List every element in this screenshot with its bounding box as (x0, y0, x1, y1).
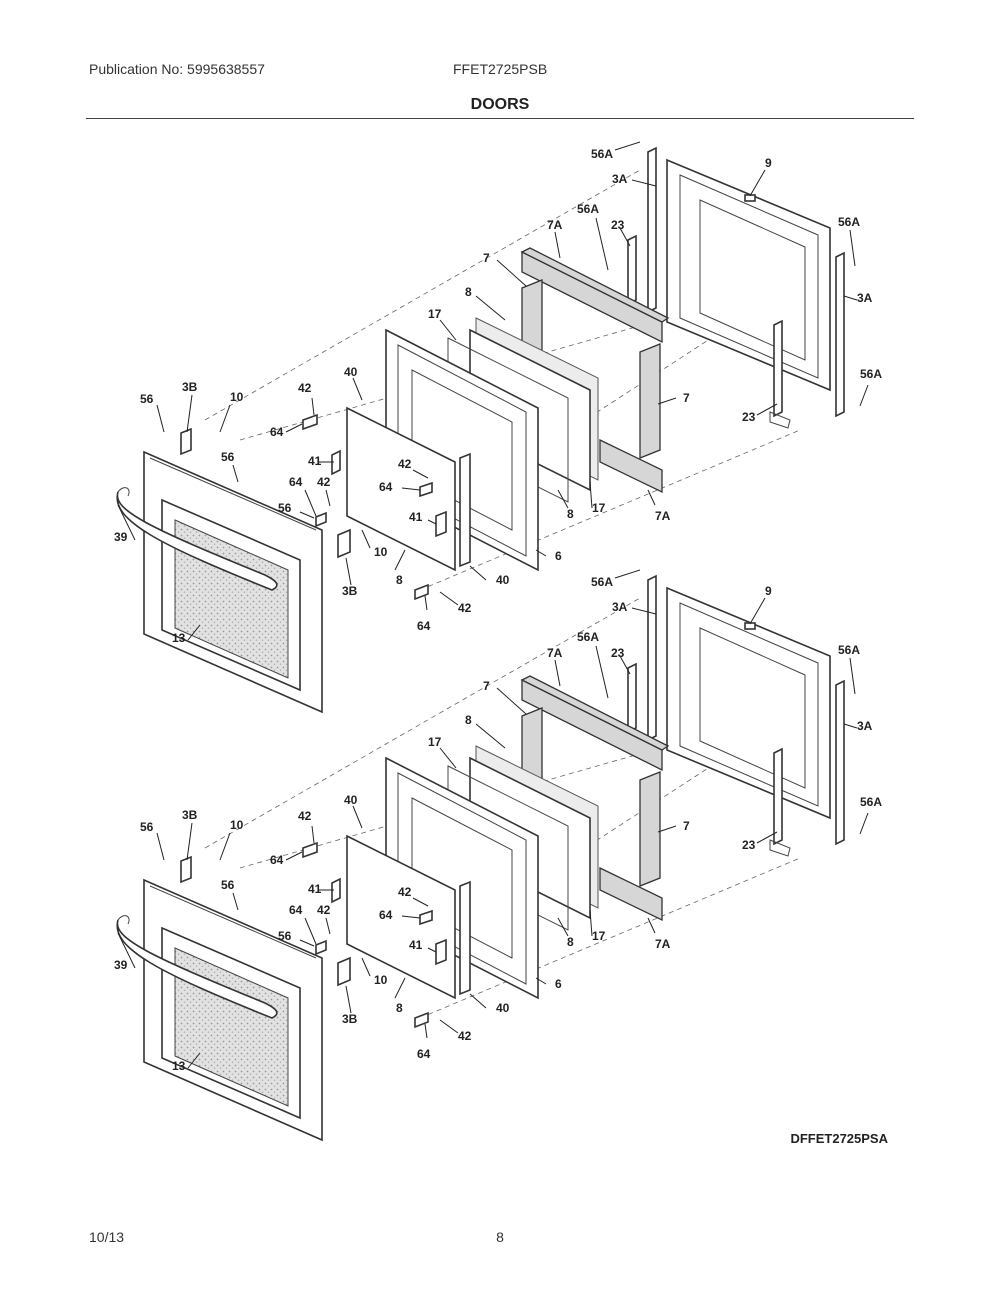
callout-label: 9 (765, 584, 772, 598)
callout-label: 8 (465, 285, 472, 299)
callout-label: 6 (555, 977, 562, 991)
callout-label: 64 (289, 475, 303, 489)
callout-label: 7A (547, 218, 563, 232)
callout-label: 10 (374, 545, 388, 559)
callout-label: 56A (577, 630, 599, 644)
callout-label: 56 (140, 392, 154, 406)
callout-label: 3A (612, 600, 628, 614)
callout-label: 56A (591, 575, 613, 589)
callout-label: 8 (567, 935, 574, 949)
callout-label: 3A (612, 172, 628, 186)
upper-leader-lines (117, 141, 869, 641)
section-title: DOORS (470, 96, 530, 113)
callout-label: 42 (317, 903, 331, 917)
page-number: 8 (496, 1229, 504, 1245)
callout-label: 56A (860, 367, 882, 381)
callout-label: 42 (398, 885, 412, 899)
callout-label: 64 (270, 425, 284, 439)
callout-label: 40 (344, 793, 358, 807)
header-rule (86, 118, 914, 119)
callout-label: 23 (611, 646, 625, 660)
callout-label: 56A (591, 147, 613, 161)
lower-leader-lines (117, 569, 869, 1069)
callout-label: 41 (308, 882, 322, 896)
callout-label: 64 (417, 1047, 431, 1061)
callout-label: 23 (611, 218, 625, 232)
callout-label: 64 (289, 903, 303, 917)
callout-label: 7A (655, 937, 671, 951)
callout-label: 56 (221, 878, 235, 892)
callout-label: 3B (342, 1012, 358, 1026)
callout-label: 42 (458, 1029, 472, 1043)
callout-label: 7 (483, 679, 490, 693)
callout-label: 3B (342, 584, 358, 598)
callout-label: 8 (567, 507, 574, 521)
callout-label: 23 (742, 838, 756, 852)
callout-label: 56 (278, 929, 292, 943)
callout-label: 7 (683, 819, 690, 833)
callout-label: 10 (230, 818, 244, 832)
callout-label: 3A (857, 719, 873, 733)
callout-label: 41 (409, 510, 423, 524)
callout-label: 64 (417, 619, 431, 633)
callout-label: 64 (379, 480, 393, 494)
footer-date: 10/13 (89, 1229, 125, 1245)
callout-label: 7 (683, 391, 690, 405)
callout-label: 17 (592, 929, 606, 943)
callout-label: 56A (838, 643, 860, 657)
callout-label: 42 (298, 809, 312, 823)
callout-label: 56 (140, 820, 154, 834)
callout-label: 7A (547, 646, 563, 660)
callout-label: 56A (860, 795, 882, 809)
callout-label: 7A (655, 509, 671, 523)
callout-label: 8 (465, 713, 472, 727)
callout-label: 64 (270, 853, 284, 867)
callout-label: 42 (398, 457, 412, 471)
callout-label: 3B (182, 380, 198, 394)
callout-label: 56 (221, 450, 235, 464)
callout-label: 6 (555, 549, 562, 563)
upper-callouts: 56A 9 3A 56A 23 7A 7 56A 3A 8 17 7 56A 2… (114, 147, 882, 645)
callout-label: 9 (765, 156, 772, 170)
callout-label: 64 (379, 908, 393, 922)
callout-label: 13 (172, 631, 186, 645)
callout-label: 17 (592, 501, 606, 515)
callout-label: 42 (458, 601, 472, 615)
callout-label: 8 (396, 573, 403, 587)
callout-label: 56A (577, 202, 599, 216)
publication-number: Publication No: 5995638557 (89, 61, 265, 77)
callout-label: 40 (496, 1001, 510, 1015)
callout-label: 13 (172, 1059, 186, 1073)
callout-label: 10 (230, 390, 244, 404)
callout-label: 40 (344, 365, 358, 379)
callout-label: 40 (496, 573, 510, 587)
callout-label: 7 (483, 251, 490, 265)
callout-label: 8 (396, 1001, 403, 1015)
diagram-code: DFFET2725PSA (790, 1131, 888, 1146)
callout-label: 56 (278, 501, 292, 515)
model-number: FFET2725PSB (453, 61, 548, 77)
callout-label: 3A (857, 291, 873, 305)
lower-callouts: 56A 9 3A 56A 23 7A 7 56A 3A 8 17 7 56A 2… (114, 575, 882, 1073)
callout-label: 41 (308, 454, 322, 468)
callout-label: 39 (114, 958, 128, 972)
callout-label: 23 (742, 410, 756, 424)
callout-label: 17 (428, 735, 442, 749)
callout-label: 10 (374, 973, 388, 987)
callout-label: 56A (838, 215, 860, 229)
callout-label: 17 (428, 307, 442, 321)
callout-label: 42 (317, 475, 331, 489)
callout-label: 39 (114, 530, 128, 544)
callout-label: 3B (182, 808, 198, 822)
callout-label: 42 (298, 381, 312, 395)
callout-label: 41 (409, 938, 423, 952)
